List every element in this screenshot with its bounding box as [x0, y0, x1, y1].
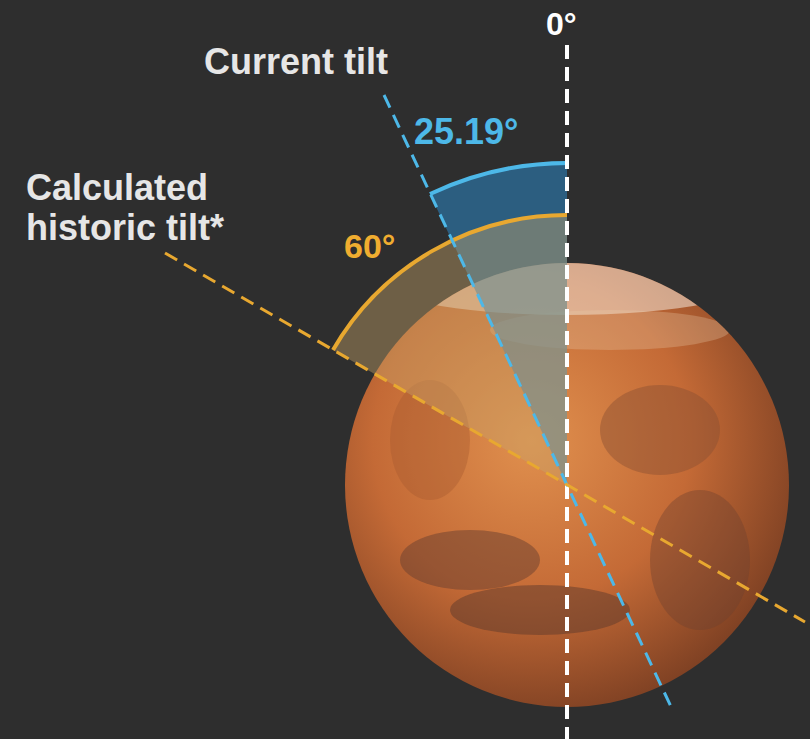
current-tilt-axis: [384, 95, 673, 711]
current-tilt-label: Current tilt: [204, 42, 504, 82]
vertical-axis: [565, 45, 569, 739]
historic-tilt-sector: [333, 215, 567, 485]
historic-angle-value: 60°: [344, 226, 424, 266]
current-tilt-arc: [430, 163, 567, 194]
axis-label: 0°: [546, 4, 626, 44]
historic-tilt-label: Calculated historic tilt*: [26, 168, 316, 248]
current-angle-value: 25.19°: [414, 112, 564, 152]
historic-tilt-axis: [165, 253, 805, 622]
